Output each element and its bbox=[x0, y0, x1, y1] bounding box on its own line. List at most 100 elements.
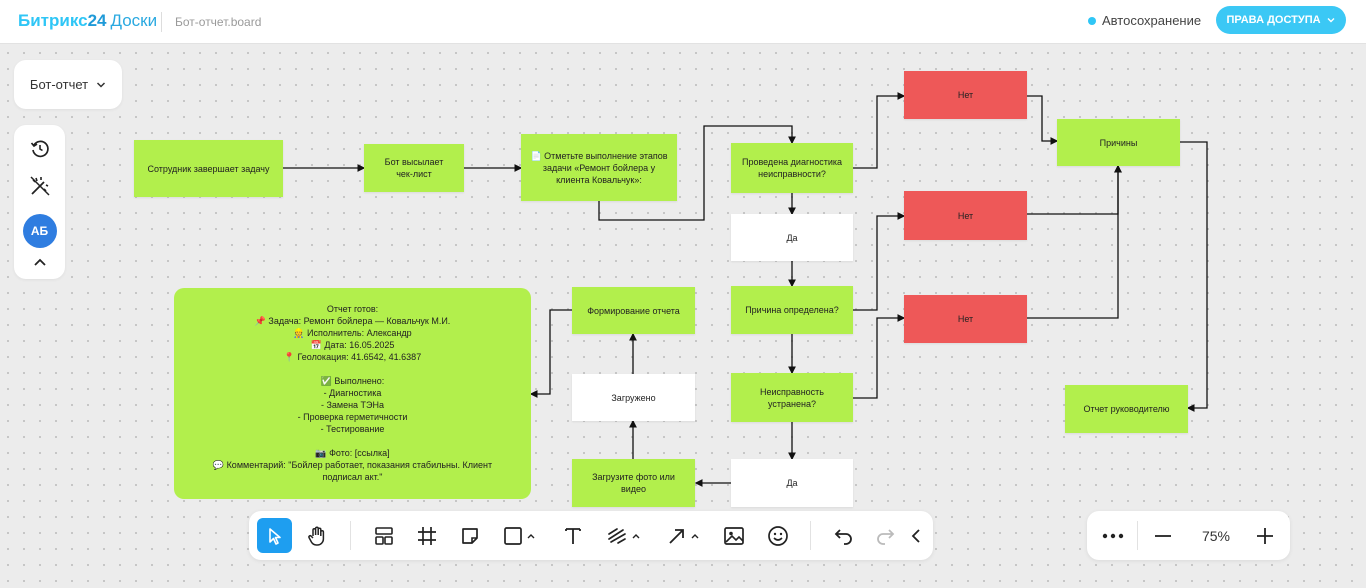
zoom-out-button[interactable] bbox=[1145, 518, 1180, 553]
node-yes-1[interactable]: Да bbox=[731, 214, 853, 261]
board-selector-label: Бот-отчет bbox=[29, 77, 89, 92]
plus-icon bbox=[1256, 527, 1273, 544]
redo-icon bbox=[876, 528, 894, 545]
report-line: 👷 Исполнитель: Александр bbox=[293, 328, 412, 338]
sticky-note-icon bbox=[461, 527, 478, 544]
chevron-down-icon bbox=[97, 81, 106, 88]
magic-wand-icon bbox=[29, 176, 50, 196]
logo-number: 24 bbox=[87, 11, 107, 30]
zoom-in-button[interactable] bbox=[1247, 518, 1282, 553]
autosave-label: Автосохранение bbox=[1102, 13, 1202, 28]
access-rights-label: ПРАВА ДОСТУПА bbox=[1226, 14, 1321, 26]
chevron-left-icon bbox=[911, 528, 920, 543]
node-yes-2[interactable]: Да bbox=[731, 459, 853, 507]
more-dots-icon bbox=[1102, 533, 1123, 538]
minus-icon bbox=[1154, 534, 1171, 537]
undo-icon bbox=[834, 528, 852, 545]
report-line: - Диагностика bbox=[323, 388, 382, 398]
access-rights-button[interactable]: ПРАВА ДОСТУПА bbox=[1216, 6, 1346, 34]
report-line: подписал акт." bbox=[322, 472, 383, 482]
board-filename: Бот-отчет.board bbox=[175, 15, 262, 29]
pen-tool-button[interactable] bbox=[601, 518, 645, 553]
templates-button[interactable] bbox=[366, 518, 401, 553]
ai-magic-button[interactable] bbox=[14, 171, 65, 201]
report-line: 📌 Задача: Ремонт бойлера — Ковальчук М.И… bbox=[254, 316, 451, 326]
report-line: ✅ Выполнено: bbox=[320, 376, 385, 386]
node-report-forming[interactable]: Формирование отчета bbox=[572, 287, 695, 334]
report-line bbox=[174, 435, 531, 447]
logo-brand: Битрикс bbox=[18, 11, 88, 30]
zoom-divider bbox=[1137, 521, 1138, 550]
arrow-up-right-icon bbox=[668, 528, 684, 544]
frame-icon bbox=[417, 526, 436, 545]
report-line: - Тестирование bbox=[320, 424, 385, 434]
report-line bbox=[174, 363, 531, 375]
sticky-note-button[interactable] bbox=[452, 518, 487, 553]
chevron-up-icon bbox=[632, 533, 639, 538]
node-reasons[interactable]: Причины bbox=[1057, 119, 1180, 166]
redo-button[interactable] bbox=[868, 518, 903, 553]
hand-tool-button[interactable] bbox=[299, 518, 334, 553]
autosave-status: Автосохранение bbox=[1088, 13, 1201, 28]
node-cause-determined[interactable]: Причина определена? bbox=[731, 286, 853, 334]
node-fault-fixed[interactable]: Неисправность устранена? bbox=[731, 373, 853, 422]
node-mark-steps[interactable]: 📄 Отметьте выполнение этапов задачи «Рем… bbox=[521, 134, 677, 201]
text-icon bbox=[564, 527, 581, 544]
toolbar-divider bbox=[350, 521, 351, 550]
chevron-up-icon bbox=[33, 258, 46, 266]
emoji-button[interactable] bbox=[760, 518, 795, 553]
history-button[interactable] bbox=[14, 134, 65, 164]
node-diagnostics-done[interactable]: Проведена диагностика неисправности? bbox=[731, 143, 853, 193]
more-options-button[interactable] bbox=[1095, 518, 1130, 553]
report-line: 💬 Комментарий: "Бойлер работает, показан… bbox=[212, 460, 493, 470]
layout-template-icon bbox=[374, 526, 393, 545]
header-divider bbox=[161, 12, 162, 32]
undo-button[interactable] bbox=[825, 518, 860, 553]
smiley-icon bbox=[767, 525, 788, 546]
report-line: - Проверка герметичности bbox=[297, 412, 408, 422]
avatar-initials: АБ bbox=[22, 214, 57, 248]
report-line: 📍 Геолокация: 41.6542, 41.6387 bbox=[283, 352, 422, 362]
text-tool-button[interactable] bbox=[555, 518, 590, 553]
chevron-up-icon bbox=[527, 533, 534, 538]
report-line: 📅 Дата: 16.05.2025 bbox=[310, 340, 395, 350]
shape-tool-button[interactable] bbox=[497, 518, 541, 553]
collapse-toolbar-button[interactable] bbox=[14, 248, 65, 278]
zoom-level[interactable]: 75% bbox=[1201, 528, 1231, 544]
node-uploaded[interactable]: Загружено bbox=[572, 374, 695, 421]
left-toolbar: АБ bbox=[14, 125, 65, 279]
node-upload-media[interactable]: Загрузите фото или видео bbox=[572, 459, 695, 507]
report-line: - Замена ТЭНа bbox=[320, 400, 385, 410]
frame-tool-button[interactable] bbox=[409, 518, 444, 553]
node-employee-completes[interactable]: Сотрудник завершает задачу bbox=[134, 140, 283, 197]
history-icon bbox=[30, 140, 49, 158]
select-tool-button[interactable] bbox=[257, 518, 292, 553]
node-report-to-manager[interactable]: Отчет руководителю bbox=[1065, 385, 1188, 433]
report-line: Отчет готов: bbox=[326, 304, 379, 314]
collapse-bottom-toolbar-button[interactable] bbox=[905, 518, 927, 553]
cursor-arrow-icon bbox=[268, 527, 281, 545]
node-no-3[interactable]: Нет bbox=[904, 295, 1027, 343]
connector-tool-button[interactable] bbox=[661, 518, 705, 553]
hand-icon bbox=[307, 526, 324, 546]
node-no-2[interactable]: Нет bbox=[904, 191, 1027, 240]
chevron-up-icon bbox=[691, 533, 698, 538]
logo-product: Доски bbox=[110, 11, 158, 30]
report-line: 📷 Фото: [ссылка] bbox=[315, 448, 390, 458]
user-avatar[interactable]: АБ bbox=[14, 214, 65, 248]
chevron-down-icon bbox=[1327, 18, 1335, 23]
node-no-1[interactable]: Нет bbox=[904, 71, 1027, 119]
board-selector[interactable]: Бот-отчет bbox=[14, 60, 122, 109]
pen-scribble-icon bbox=[607, 527, 626, 544]
node-bot-sends-checklist[interactable]: Бот высылает чек-лист bbox=[364, 144, 464, 192]
image-upload-button[interactable] bbox=[716, 518, 751, 553]
toolbar-divider bbox=[810, 521, 811, 550]
zoom-controls: 75% bbox=[1087, 511, 1290, 560]
bottom-toolbar bbox=[249, 511, 933, 560]
square-shape-icon bbox=[503, 526, 522, 545]
image-icon bbox=[723, 526, 744, 545]
node-report-card[interactable]: Отчет готов: 📌 Задача: Ремонт бойлера — … bbox=[174, 288, 531, 499]
autosave-dot-icon bbox=[1088, 16, 1096, 25]
